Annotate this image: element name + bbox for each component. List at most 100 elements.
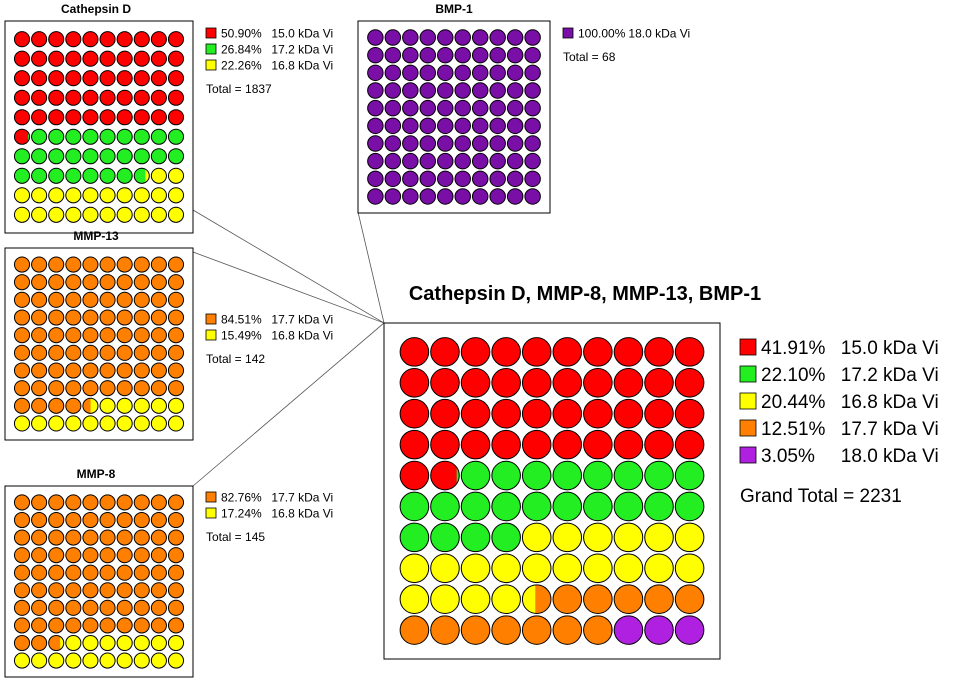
waffle-cell: [99, 494, 116, 511]
waffle-cell: [82, 31, 99, 48]
waffle-cell: [13, 128, 31, 145]
waffle-cell: [133, 564, 150, 581]
waffle-cell: [116, 309, 133, 326]
waffle-cell: [674, 368, 705, 398]
waffle-cell: [150, 89, 167, 106]
waffle-cell: [65, 309, 82, 326]
waffle-cell: [133, 362, 150, 379]
waffle-cell: [150, 599, 167, 616]
waffle-cell: [399, 337, 430, 367]
waffle-cell: [454, 46, 471, 64]
waffle-cell: [399, 553, 430, 584]
waffle-cell: [48, 31, 65, 48]
waffle-cell: [613, 337, 644, 367]
waffle-cell: [454, 64, 471, 82]
waffle-cell: [116, 634, 133, 652]
waffle-cell: [521, 429, 552, 460]
waffle-cell: [437, 29, 454, 46]
waffle-cell: [491, 584, 521, 614]
total-label: Grand Total = 2231: [740, 486, 902, 507]
waffle-cell: [133, 309, 150, 326]
waffle-cell: [13, 327, 31, 344]
waffle-cell: [437, 152, 454, 170]
waffle-cell: [437, 135, 454, 152]
waffle-cell: [48, 128, 65, 145]
waffle-cell: [399, 460, 430, 491]
waffle-cell: [460, 584, 491, 614]
waffle-cell: [613, 615, 644, 645]
legend-swatch-16-8-kda-vi: [739, 392, 757, 410]
chart-title: Cathepsin D: [61, 2, 131, 16]
waffle-cell: [99, 128, 116, 145]
waffle-cell: [402, 29, 419, 46]
waffle-cell: [48, 206, 65, 223]
waffle-cell: [167, 415, 185, 432]
legend-percent: 20.44%: [761, 392, 826, 413]
waffle-cell: [116, 529, 133, 546]
waffle-cell: [489, 64, 506, 82]
waffle-cell: [150, 397, 167, 414]
waffle-cell: [167, 274, 185, 291]
waffle-cell: [167, 148, 185, 165]
waffle-cell: [644, 460, 674, 491]
waffle-cell: [460, 460, 491, 491]
waffle-cell: [31, 415, 48, 432]
waffle-cell: [133, 206, 150, 223]
waffle-cell: [150, 31, 167, 48]
waffle-cell: [489, 135, 506, 152]
waffle-cell: [367, 152, 384, 170]
waffle-cell: [65, 380, 82, 397]
waffle-cell: [506, 46, 524, 64]
waffle-cell: [99, 274, 116, 291]
waffle-cell: [506, 29, 524, 46]
waffle-cell: [65, 274, 82, 291]
waffle-cell: [613, 429, 644, 460]
waffle-cell: [384, 46, 402, 64]
waffle-cell: [471, 46, 489, 64]
waffle-cell: [460, 615, 491, 645]
waffle-cell: [65, 564, 82, 581]
waffle-cell: [644, 584, 674, 614]
waffle-cell: [430, 460, 460, 491]
waffle-cell: [82, 397, 99, 414]
waffle-cell: [82, 415, 99, 432]
waffle-cell: [13, 206, 31, 223]
waffle-cell: [65, 167, 82, 184]
waffle-cell: [399, 398, 430, 429]
waffle-cell: [116, 148, 133, 165]
waffle-cell: [31, 511, 48, 529]
waffle-cell: [552, 553, 583, 584]
waffle-cell: [506, 152, 524, 170]
waffle-cell: [99, 511, 116, 529]
waffle-cell: [150, 344, 167, 361]
waffle-cell: [150, 109, 167, 126]
waffle-cell: [133, 547, 150, 564]
waffle-cell: [150, 380, 167, 397]
waffle-cell: [491, 429, 521, 460]
waffle-cell: [48, 256, 65, 273]
waffle-cell: [31, 291, 48, 308]
waffle-cell: [99, 31, 116, 48]
waffle-cell: [82, 652, 99, 669]
waffle-cell: [399, 368, 430, 398]
waffle-cell: [402, 152, 419, 170]
waffle-cell: [552, 398, 583, 429]
waffle-cell: [99, 89, 116, 106]
waffle-cell: [506, 135, 524, 152]
waffle-cell: [13, 599, 31, 616]
waffle-cell: [674, 398, 705, 429]
waffle-cell: [150, 327, 167, 344]
waffle-cell: [116, 397, 133, 414]
waffle-cell: [116, 128, 133, 145]
waffle-cell: [133, 599, 150, 616]
legend-percent: 3.05%: [761, 446, 815, 467]
waffle-cell: [99, 344, 116, 361]
waffle-cell: [150, 187, 167, 204]
waffle-cell: [489, 170, 506, 188]
legend-label: 17.2 kDa Vi: [271, 42, 333, 56]
waffle-cell: [31, 31, 48, 48]
waffle-cell: [167, 617, 185, 634]
waffle-cell: [644, 615, 674, 645]
waffle-cell: [150, 256, 167, 273]
